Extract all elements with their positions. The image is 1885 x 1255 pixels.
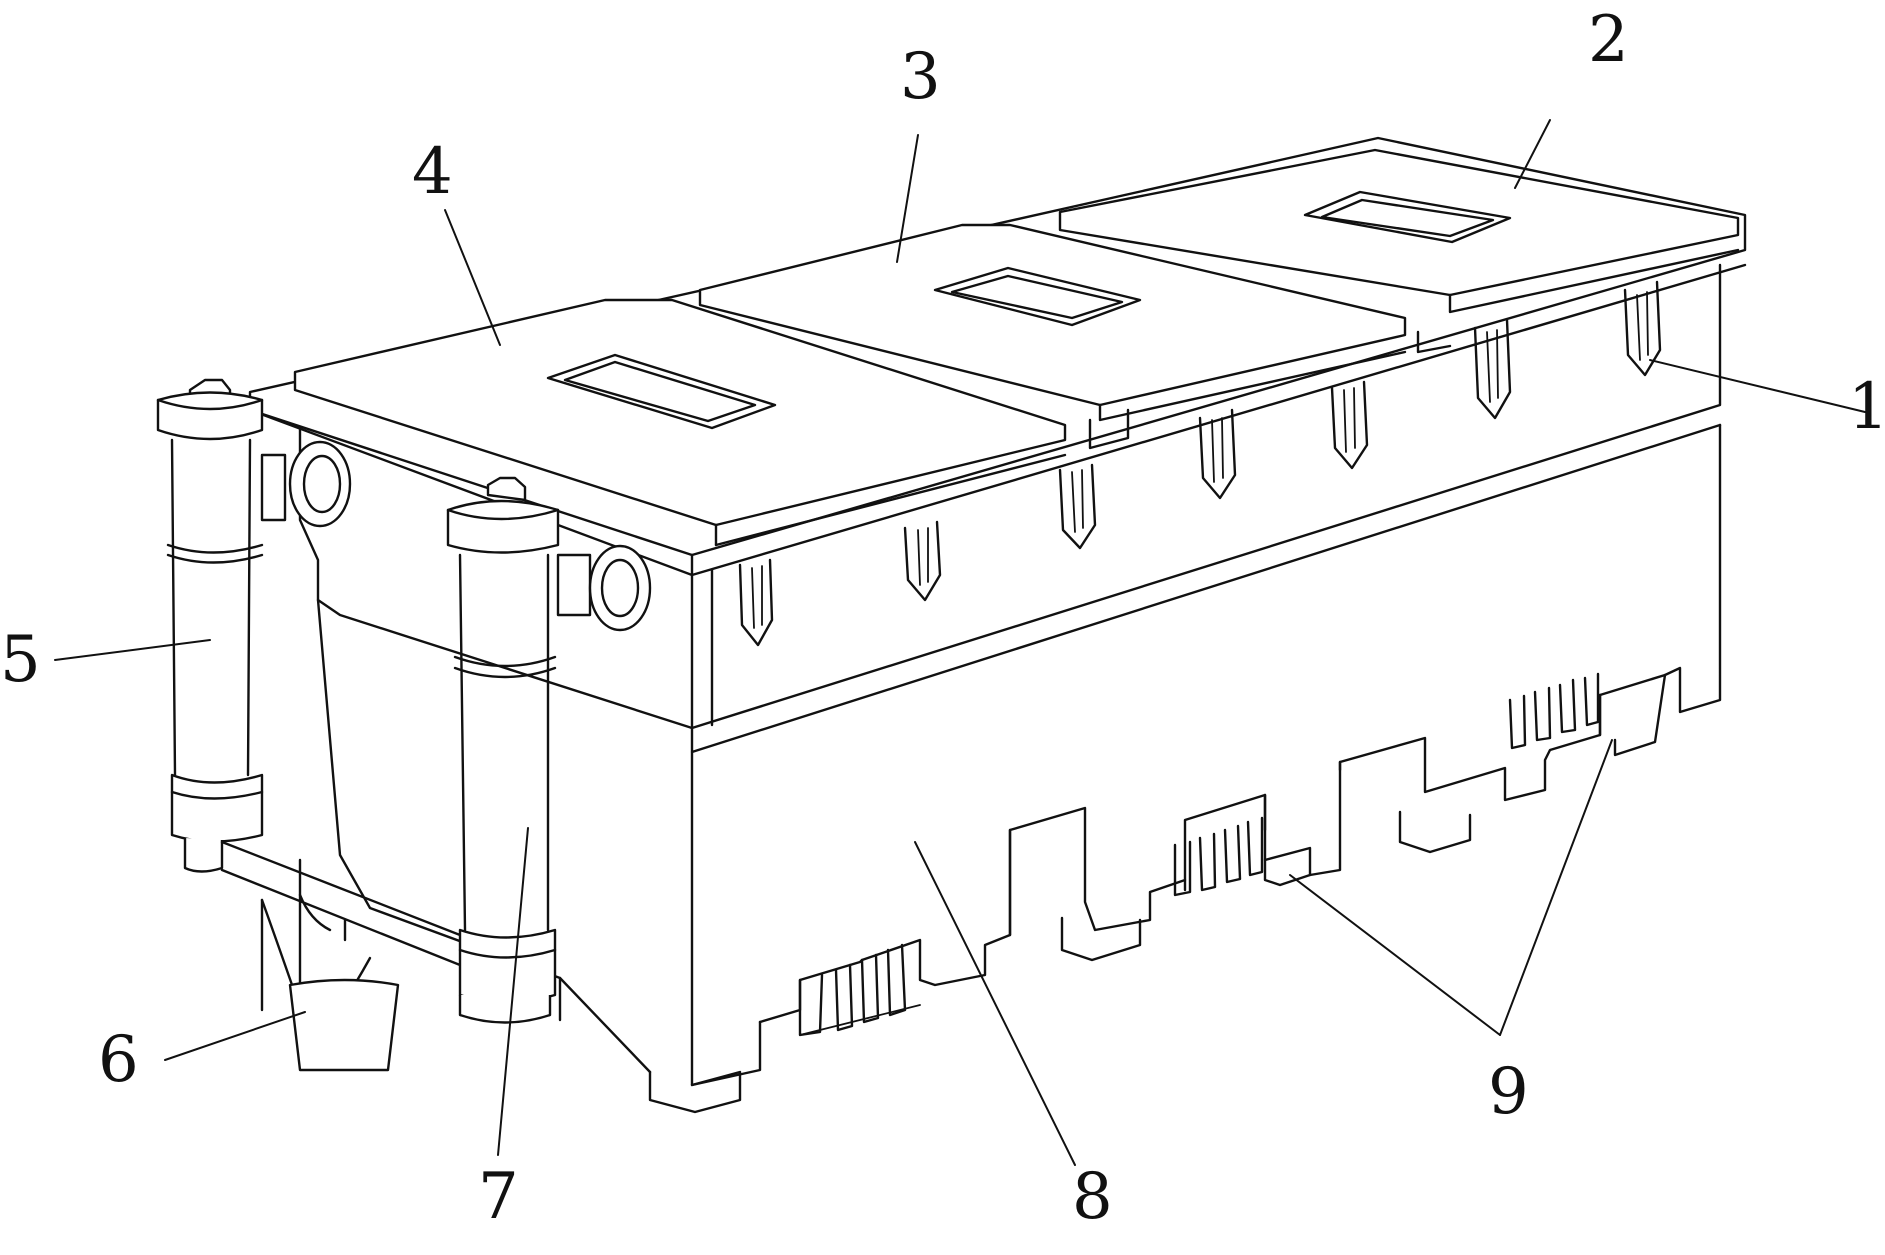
- label-4: 4: [412, 135, 453, 209]
- label-7: 7: [478, 1160, 519, 1234]
- label-9: 9: [1488, 1055, 1529, 1129]
- lower-tank-body: [316, 423, 1722, 1114]
- lid-panel-4: [293, 298, 1067, 547]
- label-2: 2: [1588, 3, 1629, 77]
- leader-3: [896, 134, 919, 263]
- leader-5: [54, 639, 211, 661]
- leader-2: [1514, 119, 1551, 189]
- connecting-pipe: [220, 840, 462, 967]
- label-5: 5: [0, 623, 41, 697]
- collection-cup-6: [260, 858, 400, 1072]
- label-8: 8: [1072, 1160, 1113, 1234]
- leader-9b: [1499, 739, 1613, 1036]
- lid-panel-2: [1058, 148, 1740, 314]
- label-3: 3: [900, 40, 941, 114]
- lid-joint: [1088, 408, 1130, 450]
- filter-column-5: [156, 378, 352, 873]
- lid-panel-3: [698, 223, 1407, 422]
- leader-8: [914, 841, 1076, 1166]
- leader-1: [1649, 359, 1866, 413]
- leader-6: [164, 1011, 306, 1061]
- leader-9a: [1289, 874, 1501, 1036]
- lid-joint: [1416, 330, 1452, 354]
- leader-lines: [54, 119, 1866, 1166]
- vent-slots: [798, 672, 1600, 1037]
- latch-row: [738, 280, 1662, 647]
- leader-4: [444, 209, 501, 346]
- label-1: 1: [1848, 370, 1885, 444]
- leader-7: [497, 827, 529, 1156]
- filter-column-7: [446, 476, 652, 1024]
- label-6: 6: [98, 1023, 139, 1097]
